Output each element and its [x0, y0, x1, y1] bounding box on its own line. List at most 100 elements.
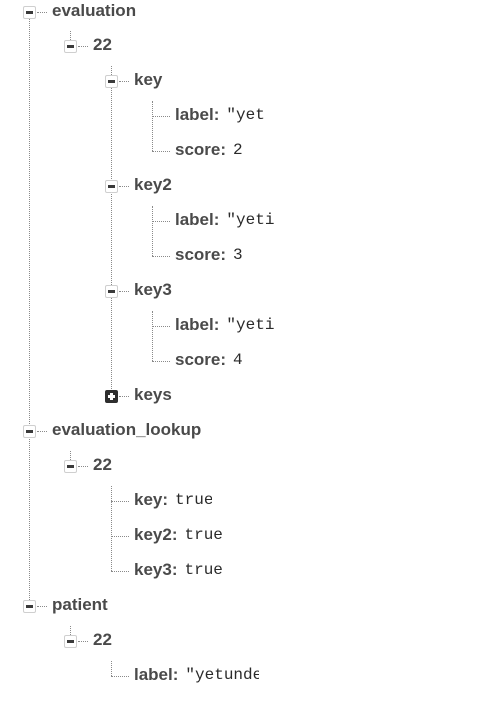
tree-node-evaluation_lookup[interactable]: evaluation_lookup: [52, 420, 201, 440]
tree-connector: [119, 396, 129, 397]
node-key: score: [175, 245, 221, 264]
tree-connector: [119, 291, 129, 292]
tree-connector: [119, 81, 129, 82]
collapse-minus-icon[interactable]: [23, 600, 36, 613]
tree-node-evaluation-22-key-score[interactable]: score:2: [175, 140, 243, 160]
tree-node-evaluation[interactable]: evaluation: [52, 1, 136, 21]
tree-line-evaluation: [70, 31, 71, 46]
node-key: label: [134, 665, 173, 684]
tree-line-root: [29, 12, 30, 608]
tree-node-evaluation-22-key3-label[interactable]: label: "yeti': [175, 315, 276, 335]
node-key[interactable]: 22: [93, 630, 112, 649]
node-key: key: [134, 490, 163, 509]
tree-connector: [78, 46, 88, 47]
tree-line-patient: [70, 626, 71, 641]
tree-connector: [78, 466, 88, 467]
tree-line-evaluation-22: [111, 66, 112, 397]
node-key[interactable]: 22: [93, 455, 112, 474]
tree-connector: [111, 676, 129, 677]
tree-line-evaluation-lookup: [70, 451, 71, 466]
node-value[interactable]: 4: [233, 351, 243, 369]
tree-connector: [37, 12, 47, 13]
tree-node-patient-22[interactable]: 22: [93, 630, 112, 650]
node-key[interactable]: evaluation: [52, 1, 137, 20]
node-key[interactable]: evaluation_lookup: [52, 420, 202, 439]
key-value-separator: :: [171, 525, 178, 544]
tree-node-evaluation-22[interactable]: 22: [93, 35, 112, 55]
node-key[interactable]: key3: [134, 280, 172, 299]
node-value[interactable]: 3: [233, 246, 243, 264]
collapse-minus-icon[interactable]: [105, 285, 118, 298]
tree-line-key3: [152, 311, 153, 361]
collapse-minus-icon[interactable]: [64, 40, 77, 53]
node-key: score: [175, 350, 221, 369]
node-value[interactable]: "yetunde': [185, 666, 260, 684]
node-key[interactable]: key2: [134, 175, 172, 194]
tree-node-patient[interactable]: patient: [52, 595, 108, 615]
node-key: key3: [134, 560, 172, 579]
tree-connector: [152, 221, 170, 222]
tree-line-patient-22: [111, 661, 112, 676]
tree-node-evaluation-22-key3[interactable]: key3: [134, 280, 172, 300]
node-key[interactable]: 22: [93, 35, 112, 54]
key-value-separator: :: [213, 315, 220, 334]
tree-node-evaluation_lookup-22-key[interactable]: key: true: [134, 490, 212, 510]
node-value[interactable]: 2: [233, 141, 243, 159]
collapse-minus-icon[interactable]: [23, 6, 36, 19]
node-value[interactable]: true: [184, 561, 222, 579]
node-key[interactable]: keys: [134, 385, 172, 404]
node-value[interactable]: "yeti': [226, 316, 276, 334]
node-key[interactable]: key: [134, 70, 163, 89]
node-key: key2: [134, 525, 172, 544]
expand-plus-icon[interactable]: [105, 390, 118, 403]
tree-connector: [152, 361, 170, 362]
node-key: label: [175, 315, 214, 334]
node-key: label: [175, 210, 214, 229]
tree-node-evaluation-22-keys[interactable]: keys: [134, 385, 172, 405]
tree-node-evaluation-22-key2-score[interactable]: score:3: [175, 245, 243, 265]
tree-node-evaluation-22-key2-label[interactable]: label: "yeti': [175, 210, 276, 230]
node-key: label: [175, 105, 214, 124]
tree-connector: [111, 571, 129, 572]
tree-connector: [119, 186, 129, 187]
tree-node-patient-22-label[interactable]: label: "yetunde': [134, 665, 259, 685]
tree-connector: [152, 256, 170, 257]
tree-connector: [111, 536, 129, 537]
tree-node-evaluation_lookup-22[interactable]: 22: [93, 455, 112, 475]
tree-connector: [152, 116, 170, 117]
collapse-minus-icon[interactable]: [64, 460, 77, 473]
node-value[interactable]: "yet': [226, 106, 265, 124]
tree-node-evaluation-22-key-label[interactable]: label: "yet': [175, 105, 264, 125]
tree-connector: [37, 606, 47, 607]
tree-line-evaluation-lookup-22: [111, 486, 112, 571]
tree-connector: [111, 501, 129, 502]
tree-line-key: [152, 101, 153, 151]
collapse-minus-icon[interactable]: [105, 180, 118, 193]
node-key: score: [175, 140, 221, 159]
key-value-separator: :: [220, 350, 227, 369]
key-value-separator: :: [213, 210, 220, 229]
tree-node-evaluation_lookup-22-key3[interactable]: key3: true: [134, 560, 222, 580]
collapse-minus-icon[interactable]: [23, 425, 36, 438]
node-key[interactable]: patient: [52, 595, 108, 614]
tree-connector: [152, 326, 170, 327]
tree-node-evaluation-22-key2[interactable]: key2: [134, 175, 172, 195]
node-value[interactable]: true: [184, 526, 222, 544]
key-value-separator: :: [172, 665, 179, 684]
tree-connector: [78, 641, 88, 642]
tree-connector: [37, 431, 47, 432]
key-value-separator: :: [162, 490, 169, 509]
tree-connector: [152, 151, 170, 152]
tree-node-evaluation-22-key3-score[interactable]: score:4: [175, 350, 243, 370]
tree-node-evaluation_lookup-22-key2[interactable]: key2: true: [134, 525, 222, 545]
key-value-separator: :: [220, 140, 227, 159]
node-value[interactable]: true: [175, 491, 213, 509]
key-value-separator: :: [220, 245, 227, 264]
node-value[interactable]: "yeti': [226, 211, 276, 229]
collapse-minus-icon[interactable]: [64, 635, 77, 648]
collapse-minus-icon[interactable]: [105, 75, 118, 88]
key-value-separator: :: [171, 560, 178, 579]
tree-node-evaluation-22-key[interactable]: key: [134, 70, 162, 90]
key-value-separator: :: [213, 105, 220, 124]
